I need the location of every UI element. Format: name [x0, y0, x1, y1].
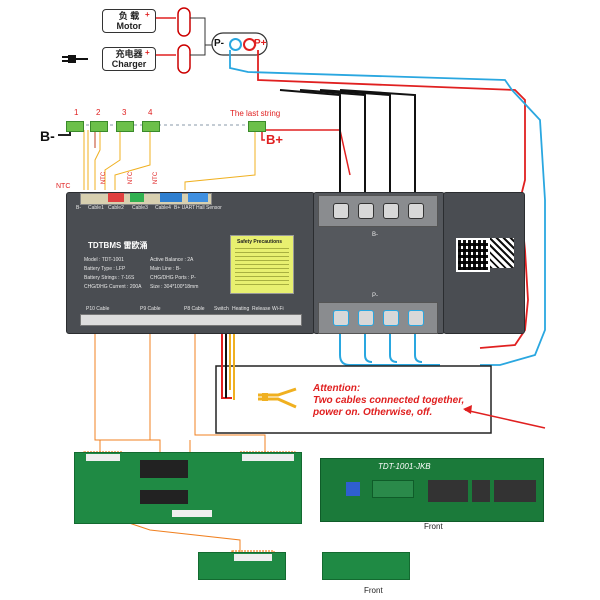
connector-blue	[188, 193, 208, 202]
port-label-cable1: Cable1	[88, 205, 104, 211]
connector-blue	[160, 193, 182, 202]
motor-connector	[177, 7, 191, 37]
plug-pair-icon	[256, 385, 297, 409]
port-label-cable4: Cable4	[155, 205, 171, 211]
p-minus-terminal-icon	[229, 38, 242, 51]
cell-block	[90, 121, 108, 132]
ntc-side-3: NTC	[153, 171, 160, 185]
p-minus-label: P-	[214, 38, 224, 49]
terminal-bolt	[333, 203, 349, 219]
cell-block	[248, 121, 266, 132]
safety-lines	[235, 248, 289, 288]
attention-title: Attention:	[313, 383, 361, 394]
qr-code	[490, 238, 514, 268]
b-minus-terminal-label: B-	[372, 232, 378, 238]
ntc-label: NTC	[56, 183, 71, 190]
cell-number-3: 3	[122, 108, 127, 117]
port-label-b-minus: B-	[76, 205, 81, 211]
port-label-wifi: Wi-Fi	[272, 306, 284, 312]
port-label-hall-sensor: Hall Sensor	[196, 205, 222, 211]
p-minus-wire	[229, 50, 546, 366]
plug-icon	[62, 52, 88, 66]
motor-plus: +	[145, 10, 150, 19]
charger-en: Charger	[111, 59, 147, 69]
last-string-label: The last string	[230, 109, 281, 118]
port-label-release: Release	[252, 306, 271, 312]
terminal-bolt	[358, 203, 374, 219]
p-minus-terminal-label: P-	[372, 293, 378, 299]
connector-green	[130, 193, 144, 202]
jkb-label: TDT-1001-JKB	[378, 462, 431, 471]
terminal-bolt	[383, 203, 399, 219]
safety-sticker: Safety Precautions	[230, 235, 294, 294]
port-label-p8: P8 Cable	[184, 306, 205, 312]
bms-logo: TDTBMS 雷欧涌	[88, 241, 148, 250]
cell-number-1: 1	[74, 108, 79, 117]
motor-cn: 负 载	[118, 11, 140, 21]
p-plus-label: P+	[254, 38, 267, 49]
dip-switch	[346, 482, 360, 496]
terminal-bolt	[358, 310, 374, 326]
attention-line1: Two cables connected together,	[313, 395, 465, 406]
small-board-2	[322, 552, 410, 580]
terminal-bolt	[333, 310, 349, 326]
b-minus-label: B-	[40, 128, 55, 144]
rj45-port	[428, 480, 468, 502]
cell-block	[66, 121, 84, 132]
port-label-cable3: Cable3	[132, 205, 148, 211]
cell-number-4: 4	[148, 108, 153, 117]
bottom-port-strip	[80, 314, 302, 326]
spec-right-1: Active Balance : 2A	[150, 257, 194, 263]
pin-header	[140, 460, 188, 478]
b-plus-label: B+	[266, 132, 283, 147]
terminal-bolt	[383, 310, 399, 326]
terminal-bolt	[408, 310, 424, 326]
charger-label: 充电器 Charger	[102, 47, 156, 71]
port-label-cable2: Cable2	[108, 205, 124, 211]
motor-label: 负 载 Motor	[102, 9, 156, 33]
motor-en: Motor	[116, 21, 142, 31]
spec-left-1: Model : TDT-1001	[84, 257, 124, 263]
ntc-side-1: NTC	[101, 171, 108, 185]
qr-code	[456, 238, 490, 272]
cell-block	[142, 121, 160, 132]
connector-white	[172, 510, 212, 517]
connector-white	[234, 554, 272, 561]
rj45-port	[494, 480, 536, 502]
charger-plus: +	[145, 48, 150, 57]
charger-connector	[177, 44, 191, 74]
port-label-heating: Heating	[232, 306, 250, 312]
terminal-block	[372, 480, 414, 498]
port-label-b-plus-uart: B+ UART	[174, 205, 196, 211]
pin-header	[140, 490, 188, 504]
cell-block	[116, 121, 134, 132]
front-label-2: Front	[364, 586, 383, 595]
ntc-side-2: NTC	[128, 171, 135, 185]
attention-line2: power on. Otherwise, off.	[313, 407, 433, 418]
spec-left-4: CHG/DHG Current : 200A	[84, 284, 142, 290]
safety-title: Safety Precautions	[237, 239, 283, 245]
connector-white	[86, 454, 120, 461]
charger-cn: 充电器	[115, 49, 143, 59]
rj45-port	[472, 480, 490, 502]
terminal-bolt	[408, 203, 424, 219]
port-label-switch: Switch	[214, 306, 229, 312]
spec-left-3: Battery Strings : 7-16S	[84, 275, 135, 281]
connector-red	[108, 193, 124, 202]
front-label-1: Front	[424, 522, 443, 531]
port-label-p10: P10 Cable	[86, 306, 110, 312]
spec-left-2: Battery Type : LFP	[84, 266, 126, 272]
connector-white	[242, 454, 294, 461]
cell-number-2: 2	[96, 108, 101, 117]
port-label-p9: P9 Cable	[140, 306, 161, 312]
spec-right-4: Size : 304*100*18mm	[150, 284, 199, 290]
p-plus-terminal-icon	[243, 38, 256, 51]
spec-right-2: Main Line : B-	[150, 266, 181, 272]
spec-right-3: CHG/DHG Ports : P-	[150, 275, 196, 281]
